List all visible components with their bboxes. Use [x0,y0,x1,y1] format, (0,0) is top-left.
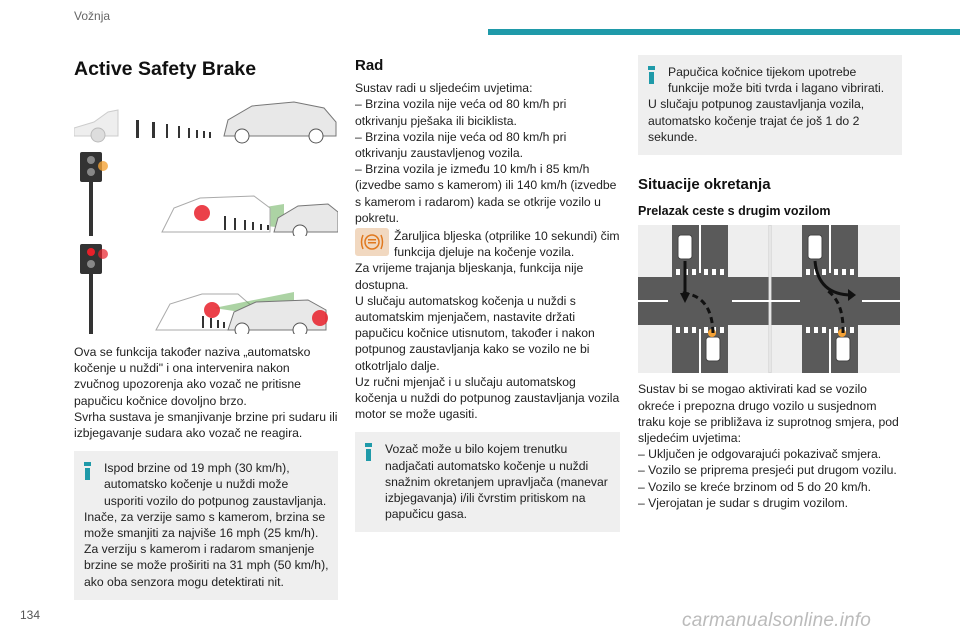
intro-paragraph-1: Ova se funkcija također naziva „automats… [74,345,311,408]
illustration-warning [80,152,338,236]
header-section: Vožnja [74,9,111,23]
turning-body: Sustav bi se mogao aktivirati kad se voz… [638,382,899,446]
turning-condition: – Vjerojatan je sudar s drugim vozilom. [638,495,848,510]
illustration-intersection [638,225,900,374]
note-line-3: Za verziju s kamerom i radarom smanjenje… [84,542,329,589]
info-icon [648,66,655,84]
page-title: Active Safety Brake [74,58,257,80]
info-note-speed: Ispod brzine od 19 mph (30 km/h), automa… [74,451,338,600]
turning-condition: – Vozilo se kreće brzinom od 5 do 20 km/… [638,479,872,494]
note-line-2: U slučaju potpunog zaustavljanja vozila,… [648,97,865,144]
subheading-crossing: Prelazak ceste s drugim vozilom [638,204,831,219]
section-heading-rad: Rad [355,57,384,74]
info-icon [84,462,91,481]
info-note-pedal: Papučica kočnice tijekom upotrebe funkci… [638,55,902,156]
turning-condition: – Uključen je odgovarajući pokazivač smj… [638,447,882,462]
condition-item: – Brzina vozila nije veća od 80 km/h pri… [355,97,567,128]
column-1: Active Safety Brake [74,58,338,600]
header-accent-bar [488,29,960,35]
turning-condition: – Vozilo se priprema presjeći put drugom… [638,463,897,478]
body-paragraph: Za vrijeme trajanja bljeskanja, funkcija… [355,261,584,292]
warning-lamp-row: Žaruljica bljeska (otprilike 10 sekundi)… [355,228,620,260]
section-heading-turning: Situacije okretanja [638,176,771,194]
condition-item: – Brzina vozila nije veća od 80 km/h pri… [355,129,567,161]
condition-item: – Brzina vozila je između 10 km/h i 85 k… [355,162,617,225]
body-paragraph: Uz ručni mjenjač i u slučaju automatskog… [355,374,620,422]
note-line-1: Papučica kočnice tijekom upotrebe funkci… [668,65,885,96]
intro-paragraph-2: Svrha sustava je smanjivanje brzine pri … [74,409,338,441]
warning-lamp-text: Žaruljica bljeska (otprilike 10 sekundi)… [394,229,620,260]
info-note-override: Vozač može u bilo kojem trenutku nadjača… [355,432,620,533]
page-number: 134 [20,608,41,622]
info-icon [365,443,372,462]
column-2: Rad Sustav radi u sljedećim uvjetima: – … [355,57,620,533]
column-3: Papučica kočnice tijekom upotrebe funkci… [638,55,902,511]
brake-warning-icon [355,228,389,257]
note-text: Vozač može u bilo kojem trenutku nadjača… [385,442,608,522]
watermark: carmanualsonline.info [682,610,872,631]
conditions-lead: Sustav radi u sljedećim uvjetima: [355,81,533,96]
body-paragraph: U slučaju automatskog kočenja u nuždi s … [355,293,595,373]
note-line-2: Inače, za verzije samo s kamerom, brzina… [84,509,326,541]
illustration-braking [80,244,328,334]
illustration-detection [74,96,338,144]
note-line-1: Ispod brzine od 19 mph (30 km/h), automa… [104,461,327,508]
